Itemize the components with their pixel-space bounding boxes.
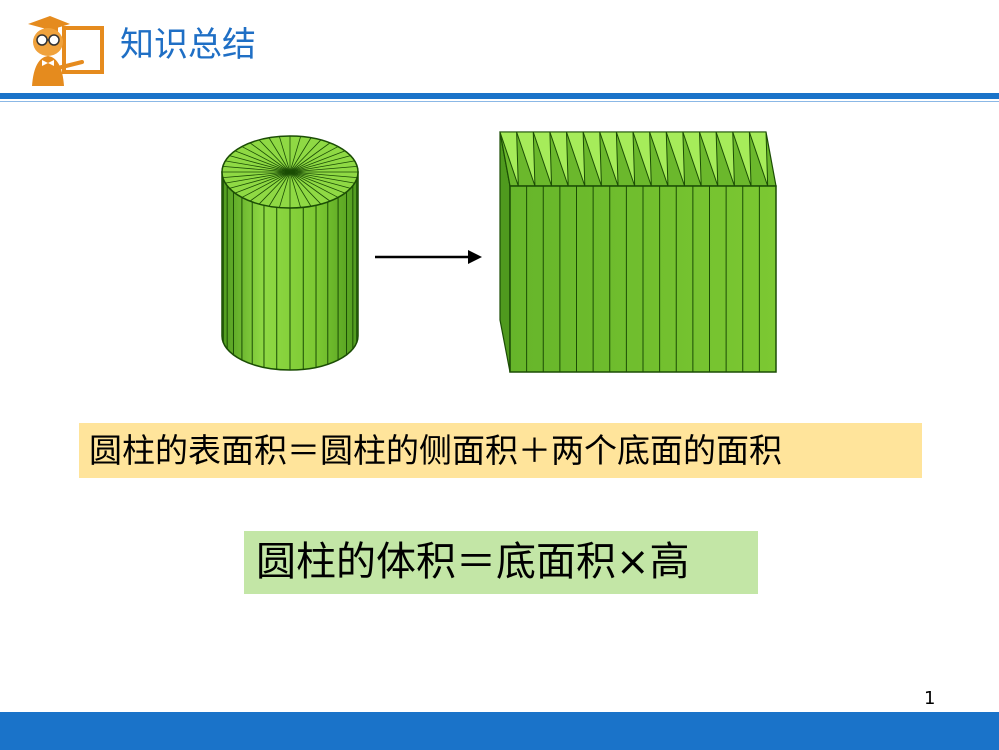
header-divider-thin [0, 101, 999, 102]
volume-formula: 圆柱的体积＝底面积×高 [244, 531, 758, 594]
cylinder-to-prism-diagram [221, 131, 777, 373]
header-divider [0, 93, 999, 99]
teacher-logo-icon [28, 16, 104, 86]
cylinder [221, 135, 359, 371]
page-number: 1 [924, 688, 936, 709]
transform-arrow-icon [375, 250, 482, 264]
page-title: 知识总结 [120, 25, 256, 65]
rearranged-prism [499, 131, 777, 373]
footer-bar [0, 712, 999, 750]
surface-area-formula: 圆柱的表面积＝圆柱的侧面积＋两个底面的面积 [79, 423, 922, 478]
